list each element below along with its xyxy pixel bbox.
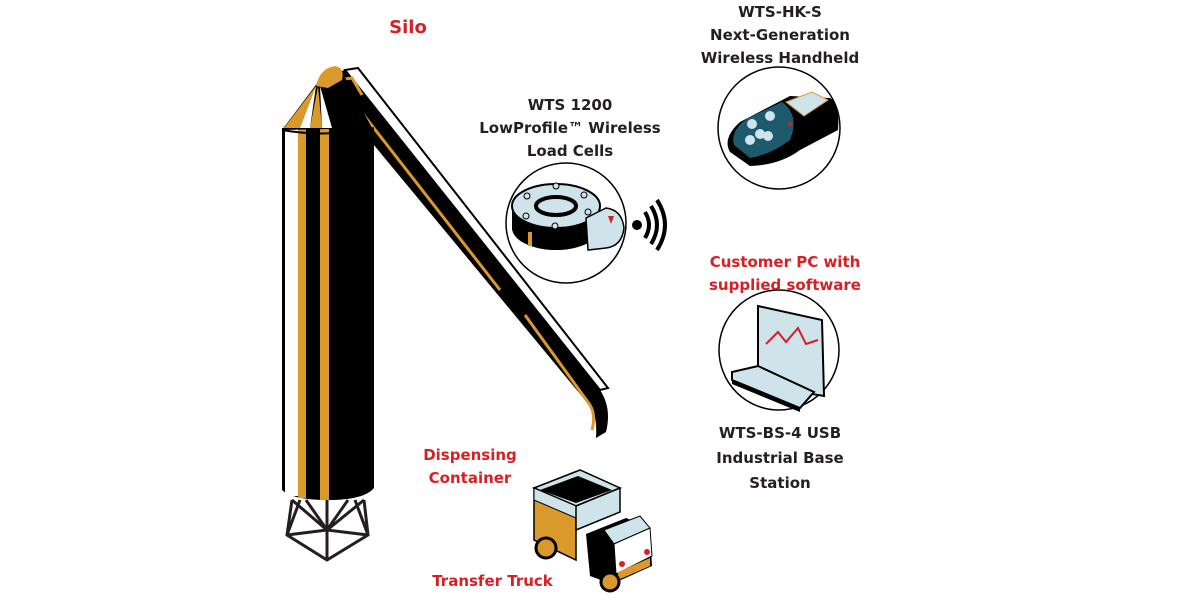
laptop-icon <box>718 289 840 412</box>
silo-illustration <box>281 66 375 562</box>
handheld-label-line-1: WTS-HK-S <box>738 3 822 21</box>
dispensing-label-line-1: Dispensing <box>423 446 517 464</box>
load-cells-label: WTS 1200 LowProfile™ Wireless Load Cells <box>470 94 670 163</box>
load-cells-label-line-1: WTS 1200 <box>527 96 613 114</box>
handheld-label-line-2: Next-Generation <box>710 26 850 44</box>
base-station-label-line-1: WTS-BS-4 USB <box>718 424 842 442</box>
load-cell-icon <box>505 162 627 284</box>
silo-label: Silo <box>389 17 427 38</box>
base-station-label-line-3: Station <box>749 474 811 492</box>
load-cells-label-line-3: Load Cells <box>526 142 614 160</box>
truck-icon <box>532 469 653 593</box>
dispensing-container-label: Dispensing Container <box>410 444 530 490</box>
customer-pc-label: Customer PC with supplied software <box>700 251 870 297</box>
transfer-truck-label: Transfer Truck <box>432 572 553 590</box>
load-cells-label-line-2: LowProfile™ Wireless <box>479 119 661 137</box>
silo-legs <box>285 498 370 562</box>
handheld-label: WTS-HK-S Next-Generation Wireless Handhe… <box>690 1 870 70</box>
base-station-label: WTS-BS-4 USB Industrial Base Station <box>700 421 860 496</box>
customer-pc-label-line-2: supplied software <box>709 276 861 294</box>
customer-pc-label-line-1: Customer PC with <box>709 253 861 271</box>
handheld-device-icon <box>717 66 841 190</box>
wireless-signal-icon <box>632 198 667 252</box>
base-station-label-line-2: Industrial Base <box>716 449 844 467</box>
handheld-label-line-3: Wireless Handheld <box>700 49 860 67</box>
dispensing-label-line-2: Container <box>428 469 512 487</box>
dispensing-chute <box>330 66 610 438</box>
